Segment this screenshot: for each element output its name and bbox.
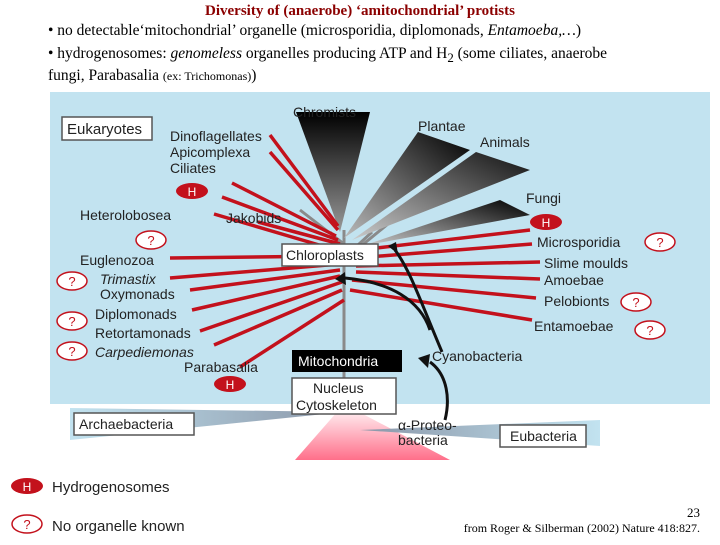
q-marker-heterolobosea: ? bbox=[135, 230, 167, 250]
bullet1-end: ) bbox=[575, 22, 582, 39]
slide-header: Diversity of (anaerobe) ‘amitochondrial’… bbox=[0, 0, 720, 92]
q-marker-text: ? bbox=[646, 323, 653, 338]
bullet2-italic: genomeless bbox=[170, 45, 242, 62]
chromists-clade bbox=[296, 112, 370, 232]
label-chromists: Chromists bbox=[293, 104, 356, 120]
h-marker-text: H bbox=[188, 185, 197, 199]
label-amoebae: Amoebae bbox=[544, 272, 604, 288]
label-entamoebae: Entamoebae bbox=[534, 318, 614, 334]
citation: from Roger & Silberman (2002) Nature 418… bbox=[463, 521, 700, 535]
label-proteobacteria-1: α-Proteo- bbox=[398, 417, 457, 433]
phylogeny-tree-svg: Eukaryotes Chloroplasts Mitochondria Nuc… bbox=[11, 92, 710, 535]
plantae-clade bbox=[344, 132, 470, 238]
label-chloroplasts: Chloroplasts bbox=[286, 247, 364, 263]
label-eubacteria: Eubacteria bbox=[510, 428, 577, 444]
nucleus-box bbox=[291, 377, 397, 415]
label-animals: Animals bbox=[480, 134, 530, 150]
label-trimastix: Trimastix bbox=[100, 271, 157, 287]
q-marker-text: ? bbox=[147, 233, 154, 248]
chloroplast-arrow bbox=[393, 249, 444, 353]
right-branches bbox=[349, 228, 541, 322]
mitochondria-box bbox=[292, 350, 402, 372]
label-retortamonads: Retortamonads bbox=[95, 325, 191, 341]
label-fungi: Fungi bbox=[526, 190, 561, 206]
label-dinoflagellates: Dinoflagellates bbox=[170, 128, 262, 144]
label-eukaryotes: Eukaryotes bbox=[67, 121, 142, 138]
label-jakobids: Jakobids bbox=[226, 210, 281, 226]
label-nucleus: Nucleus bbox=[313, 380, 364, 396]
label-proteobacteria-2: bacteria bbox=[398, 432, 448, 448]
chloroplast-arrowhead bbox=[388, 242, 398, 254]
label-microsporidia: Microsporidia bbox=[537, 234, 620, 250]
eubacteria-box bbox=[499, 424, 587, 448]
q-marker-text: ? bbox=[656, 235, 663, 250]
label-diplomonads: Diplomonads bbox=[95, 306, 177, 322]
label-pelobionts: Pelobionts bbox=[544, 293, 609, 309]
q-marker-text: ? bbox=[632, 295, 639, 310]
bullet1-italic: Entamoeba,… bbox=[487, 22, 576, 39]
eukaryotes-box bbox=[61, 116, 153, 141]
bullet2-text-c: (some ciliates, anaerobe bbox=[453, 45, 608, 62]
q-marker-text: ? bbox=[68, 344, 75, 359]
label-apicomplexa: Apicomplexa bbox=[170, 144, 250, 160]
bullet-hydrogenosomes: • hydrogenosomes: genomeless organelles … bbox=[48, 45, 607, 66]
q-marker-text: ? bbox=[68, 314, 75, 329]
q-marker-trimastix: ? bbox=[56, 271, 88, 291]
phylogeny-figure: Eukaryotes Chloroplasts Mitochondria Nuc… bbox=[0, 92, 720, 540]
label-ciliates: Ciliates bbox=[170, 160, 216, 176]
cyanobacteria-arrowhead bbox=[335, 272, 346, 285]
label-carpediemonas: Carpediemonas bbox=[95, 344, 194, 360]
legend-h-text: H bbox=[23, 480, 32, 494]
label-oxymonads: Oxymonads bbox=[100, 286, 175, 302]
label-slime-moulds: Slime moulds bbox=[544, 255, 628, 271]
mitochondria-arrow bbox=[429, 360, 449, 421]
bullet-continuation: fungi, Parabasalia (ex: Trichomonas)) bbox=[48, 67, 256, 85]
legend-no-organelle: ? No organelle known bbox=[11, 514, 185, 535]
cyanobacteria-arrow bbox=[344, 276, 432, 331]
legend-no-organelle-label: No organelle known bbox=[52, 518, 185, 535]
slide-title: Diversity of (anaerobe) ‘amitochondrial’… bbox=[205, 3, 515, 19]
slide-footer: 23 from Roger & Silberman (2002) Nature … bbox=[464, 505, 700, 536]
page-number: 23 bbox=[687, 505, 700, 520]
bullet-no-organelle: • no detectable‘mitochondrial’ organelle… bbox=[48, 22, 581, 40]
bullet3-text: fungi, Parabasalia bbox=[48, 67, 163, 84]
legend-hydrogenosomes: H Hydrogenosomes bbox=[11, 478, 170, 496]
label-cyanobacteria: Cyanobacteria bbox=[432, 348, 522, 364]
q-marker-carpediemonas: ? bbox=[56, 341, 88, 361]
archaebacteria-box bbox=[73, 412, 195, 436]
animals-clade bbox=[352, 152, 530, 240]
h-marker-fungi: H bbox=[530, 214, 562, 230]
label-archaebacteria: Archaebacteria bbox=[79, 416, 173, 432]
h-marker-text: H bbox=[226, 378, 235, 392]
label-mitochondria: Mitochondria bbox=[298, 353, 378, 369]
label-cytoskeleton: Cytoskeleton bbox=[296, 397, 377, 413]
bullet2-subscript: 2 bbox=[447, 50, 454, 66]
label-plantae: Plantae bbox=[418, 118, 466, 134]
bullet3-small: (ex: Trichomonas) bbox=[162, 69, 252, 83]
bullet2-text: • hydrogenosomes: bbox=[48, 45, 171, 62]
label-heterolobosea: Heterolobosea bbox=[80, 207, 171, 223]
q-marker-microsporidia: ? bbox=[644, 232, 676, 252]
root-cone bbox=[295, 404, 450, 460]
q-marker-entamoebae: ? bbox=[634, 320, 666, 340]
bullet2-text-b: organelles producing ATP and H bbox=[241, 45, 448, 62]
bullet1-text: • no detectable‘mitochondrial’ organelle… bbox=[48, 22, 488, 39]
legend-q-text: ? bbox=[23, 517, 30, 532]
q-marker-diplomonads: ? bbox=[56, 311, 88, 331]
bullet3-end: ) bbox=[251, 67, 257, 84]
label-euglenozoa: Euglenozoa bbox=[80, 252, 154, 268]
h-marker-parabasalia: H bbox=[214, 376, 246, 392]
fungi-clade bbox=[362, 200, 530, 246]
legend-hydrogenosomes-label: Hydrogenosomes bbox=[52, 479, 170, 496]
chloroplasts-box bbox=[281, 243, 379, 267]
mitochondria-arrowhead bbox=[418, 354, 430, 368]
q-marker-text: ? bbox=[68, 274, 75, 289]
q-marker-pelobionts: ? bbox=[620, 292, 652, 312]
h-marker-ciliates: H bbox=[176, 183, 208, 199]
h-marker-text: H bbox=[542, 216, 551, 230]
label-parabasalia: Parabasalia bbox=[184, 359, 258, 375]
